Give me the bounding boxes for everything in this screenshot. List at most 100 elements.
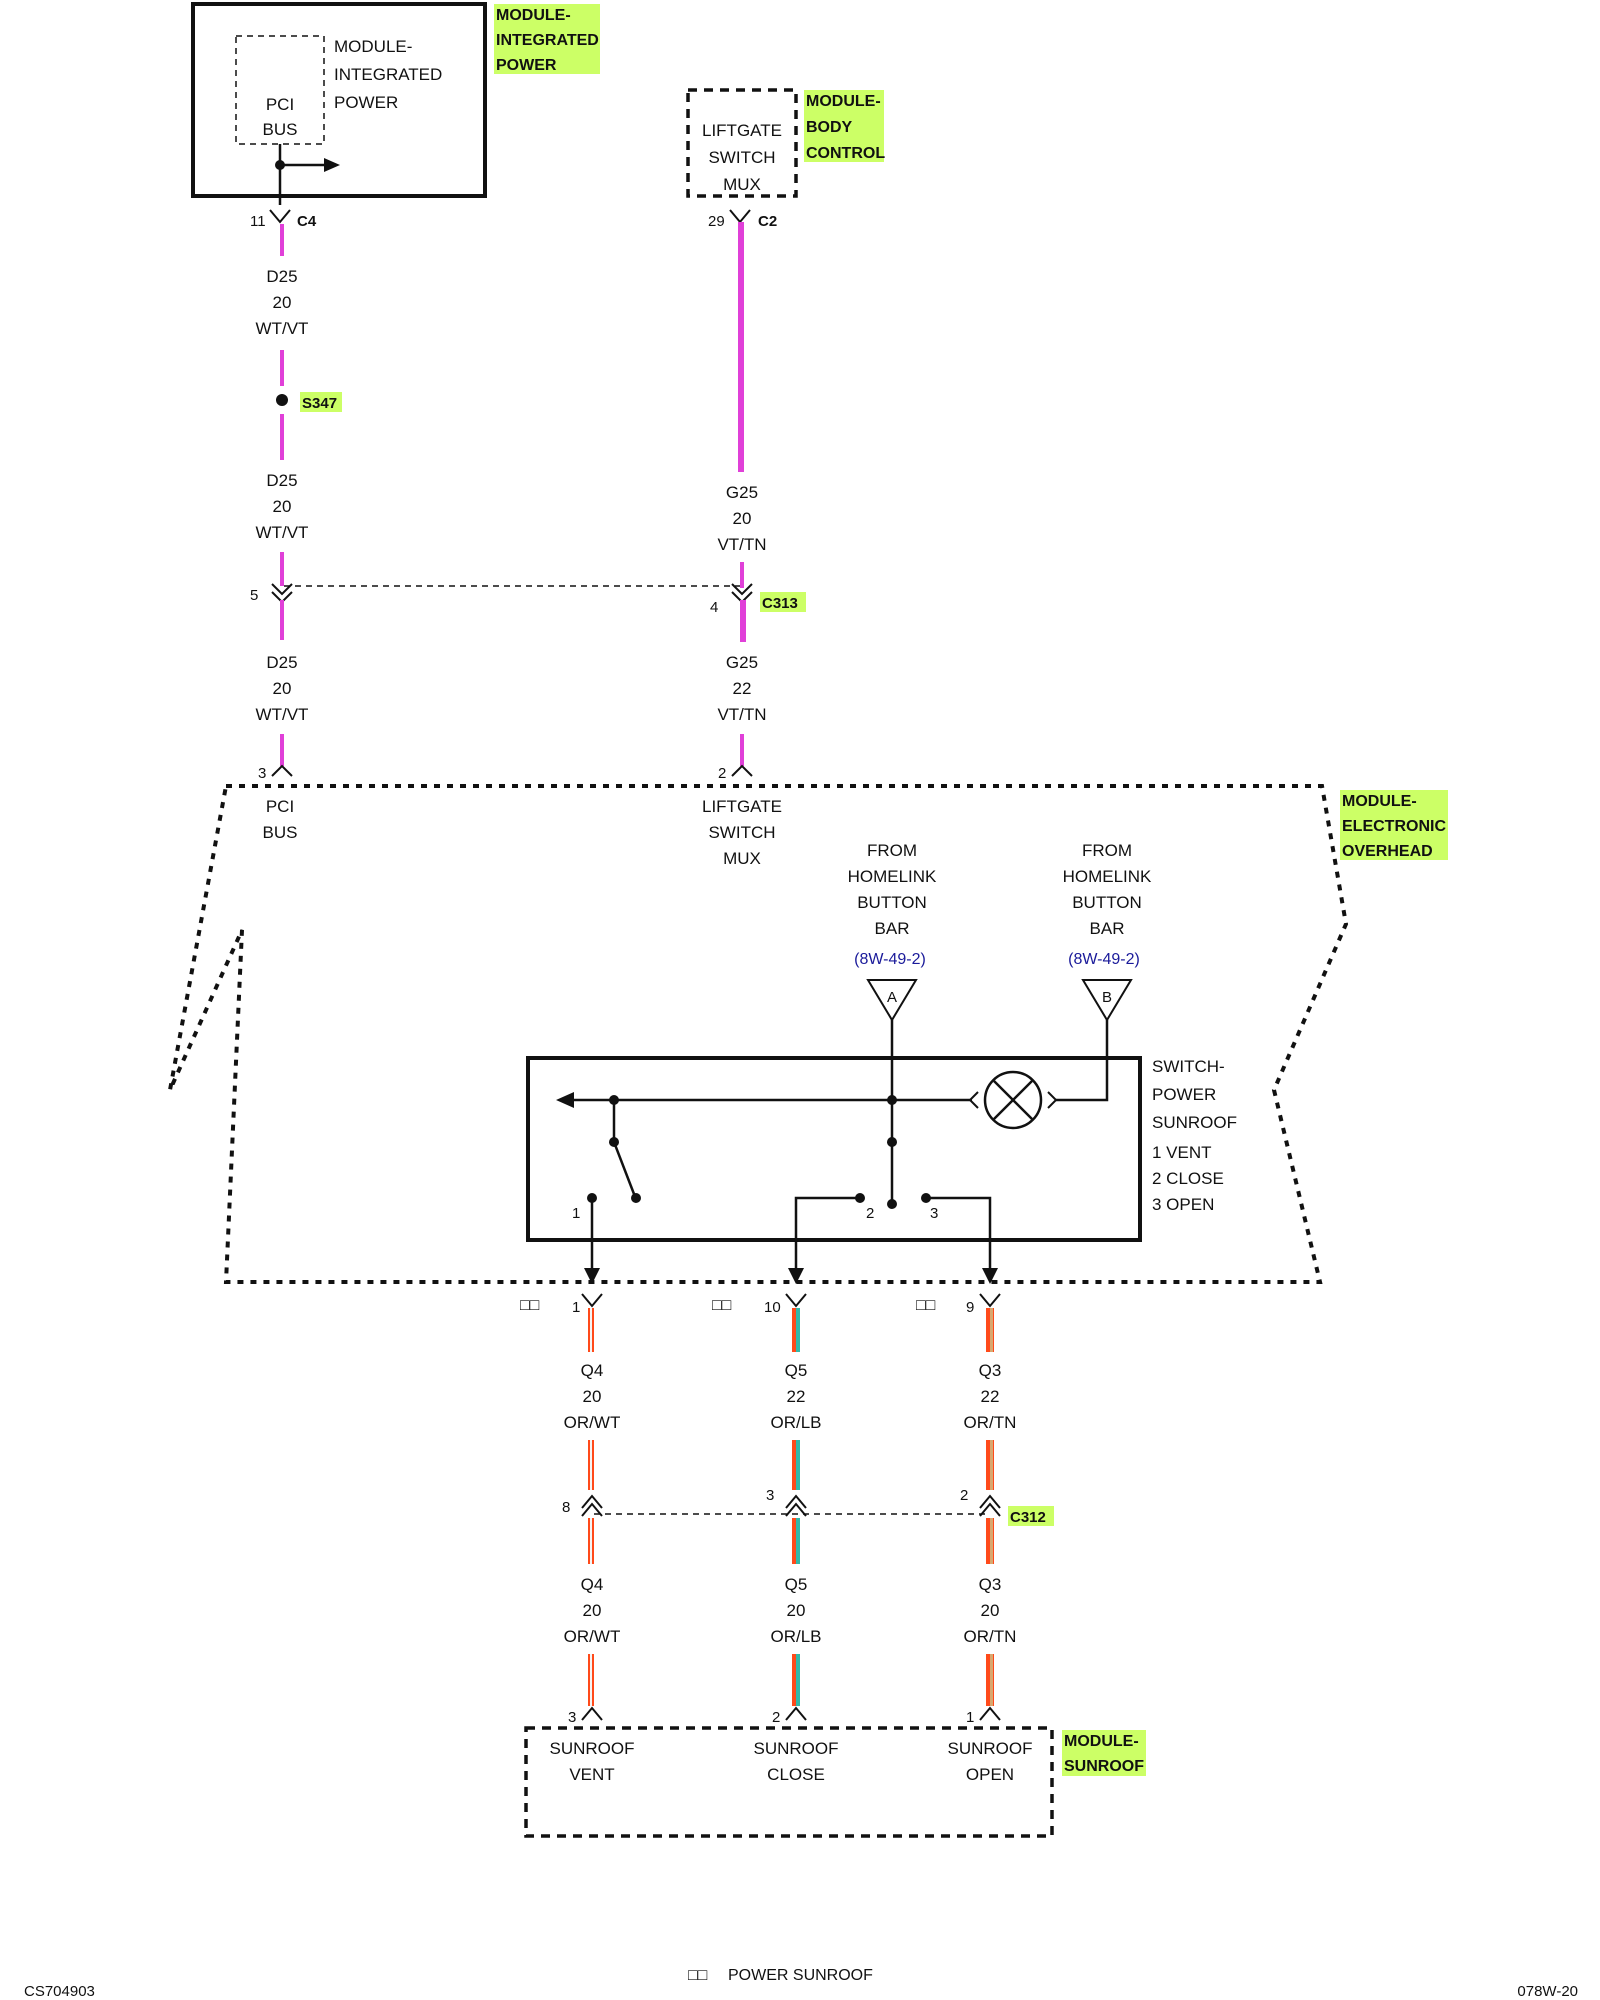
svg-text:D25: D25	[266, 471, 297, 490]
svg-text:PCI: PCI	[266, 797, 294, 816]
svg-text:1 VENT: 1 VENT	[1152, 1143, 1212, 1162]
svg-text:CLOSE: CLOSE	[767, 1765, 825, 1784]
svg-text:MUX: MUX	[723, 849, 761, 868]
svg-text:D25: D25	[266, 653, 297, 672]
svg-text:3: 3	[568, 1709, 576, 1726]
svg-text:MODULE-: MODULE-	[1342, 793, 1417, 810]
svg-text:2: 2	[772, 1709, 780, 1726]
svg-text:20: 20	[273, 293, 292, 312]
sunroof-pin-close: 2	[772, 1706, 807, 1726]
svg-text:5: 5	[250, 587, 258, 604]
eom-pin-liftgate: 2	[718, 764, 753, 782]
svg-text:VT/TN: VT/TN	[717, 705, 766, 724]
sunroof-pin-vent: 3	[568, 1706, 603, 1726]
svg-text:BAR: BAR	[875, 919, 910, 938]
module-body-control-tag: MODULE- BODY CONTROL	[804, 90, 885, 162]
module-sunroof: SUNROOF VENT SUNROOF CLOSE SUNROOF OPEN	[524, 1726, 1054, 1838]
svg-text:OR/TN: OR/TN	[964, 1627, 1017, 1646]
eom-pin-pci: 3	[258, 764, 293, 782]
svg-text:SUNROOF: SUNROOF	[1152, 1113, 1237, 1132]
svg-text:LIFTGATE: LIFTGATE	[702, 797, 782, 816]
wire-d25-segment-3	[280, 414, 284, 460]
svg-text:3: 3	[930, 1205, 938, 1222]
wire-q3-label-a: Q3 22 OR/TN	[964, 1361, 1017, 1432]
svg-text:SWITCH-: SWITCH-	[1152, 1057, 1225, 1076]
svg-text:C313: C313	[762, 595, 798, 612]
svg-text:20: 20	[583, 1387, 602, 1406]
svg-text:1: 1	[572, 1205, 580, 1222]
svg-text:WT/VT: WT/VT	[256, 523, 309, 542]
svg-text:4: 4	[710, 599, 718, 616]
svg-text:LIFTGATE: LIFTGATE	[702, 121, 782, 140]
svg-text:22: 22	[733, 679, 752, 698]
wire-d25-label-b: D25 20 WT/VT	[256, 471, 309, 542]
wire-d25-segment-5	[280, 600, 284, 640]
svg-text:SWITCH: SWITCH	[708, 823, 775, 842]
svg-text:C2: C2	[758, 213, 777, 230]
tipm-pci-label-1: PCI	[266, 95, 294, 114]
eom-pin-vent: □□ 1	[520, 1293, 603, 1316]
wire-g25-segment-1	[738, 222, 744, 472]
eom-pin-close: □□ 10	[712, 1293, 807, 1316]
svg-text:3: 3	[766, 1487, 774, 1504]
sunroof-pin-open: 1	[966, 1706, 1001, 1726]
homelink-input-a: FROM HOMELINK BUTTON BAR (8W-49-2) A	[848, 841, 937, 1022]
svg-text:20: 20	[583, 1601, 602, 1620]
wire-g25-label-a: G25 20 VT/TN	[717, 483, 766, 554]
svg-text:20: 20	[981, 1601, 1000, 1620]
module-body-control: LIFTGATE SWITCH MUX	[686, 88, 798, 198]
svg-text:2: 2	[718, 765, 726, 782]
svg-text:FROM: FROM	[867, 841, 917, 860]
svg-text:POWER: POWER	[1152, 1085, 1216, 1104]
svg-text:OR/LB: OR/LB	[770, 1627, 821, 1646]
svg-text:OR/LB: OR/LB	[770, 1413, 821, 1432]
svg-text:1: 1	[966, 1709, 974, 1726]
svg-text:SUNROOF: SUNROOF	[754, 1739, 839, 1758]
svg-text:Q4: Q4	[581, 1575, 604, 1594]
svg-text:20: 20	[733, 509, 752, 528]
svg-text:MUX: MUX	[723, 175, 761, 194]
svg-text:Q4: Q4	[581, 1361, 604, 1380]
svg-text:1: 1	[572, 1299, 580, 1316]
svg-text:VT/TN: VT/TN	[717, 535, 766, 554]
module-sunroof-tag: MODULE- SUNROOF	[1062, 1730, 1146, 1776]
tipm-tag-1: MODULE-	[496, 7, 571, 24]
svg-text:G25: G25	[726, 653, 758, 672]
c4-pin-number: 11	[250, 213, 266, 230]
svg-text:8: 8	[562, 1499, 570, 1516]
svg-text:20: 20	[787, 1601, 806, 1620]
wire-g25-segment-3	[740, 600, 746, 642]
svg-text:□□: □□	[712, 1297, 732, 1314]
svg-text:29: 29	[708, 213, 725, 230]
svg-text:MODULE-: MODULE-	[806, 93, 881, 110]
wire-q3-label-b: Q3 20 OR/TN	[964, 1575, 1017, 1646]
svg-text:MODULE-: MODULE-	[1064, 1733, 1139, 1750]
svg-text:20: 20	[273, 497, 292, 516]
svg-text:3: 3	[258, 765, 266, 782]
svg-text:OPEN: OPEN	[966, 1765, 1014, 1784]
switch-power-sunroof: 1 2 3 SWITCH- POWER SUNROOF 1 VENT 2 CLO…	[526, 1020, 1237, 1268]
svg-text:BUTTON: BUTTON	[1072, 893, 1142, 912]
svg-text:C312: C312	[1010, 1509, 1046, 1526]
svg-text:BAR: BAR	[1090, 919, 1125, 938]
svg-text:OR/WT: OR/WT	[564, 1627, 621, 1646]
module-integrated-power-tag: MODULE- INTEGRATED POWER	[494, 4, 600, 74]
svg-text:20: 20	[273, 679, 292, 698]
svg-text:9: 9	[966, 1299, 974, 1316]
svg-text:SUNROOF: SUNROOF	[1064, 1758, 1144, 1775]
homelink-b-ref-link[interactable]: (8W-49-2)	[1068, 951, 1140, 968]
tipm-tag-3: POWER	[496, 57, 557, 74]
svg-text:SUNROOF: SUNROOF	[948, 1739, 1033, 1758]
c4-label: C4	[297, 213, 317, 230]
svg-text:2: 2	[866, 1205, 874, 1222]
svg-text:10: 10	[764, 1299, 781, 1316]
wire-g25-label-b: G25 22 VT/TN	[717, 653, 766, 724]
wire-d25-label-a: D25 20 WT/VT	[256, 267, 309, 338]
wire-q4-label-b: Q4 20 OR/WT	[564, 1575, 621, 1646]
footer-right-code: 078W-20	[1517, 1983, 1578, 2000]
svg-text:OR/WT: OR/WT	[564, 1413, 621, 1432]
svg-text:Q3: Q3	[979, 1361, 1002, 1380]
homelink-a-ref-link[interactable]: (8W-49-2)	[854, 951, 926, 968]
tipm-inner-name-2: INTEGRATED	[334, 65, 442, 84]
footer-left-code: CS704903	[24, 1983, 95, 2000]
